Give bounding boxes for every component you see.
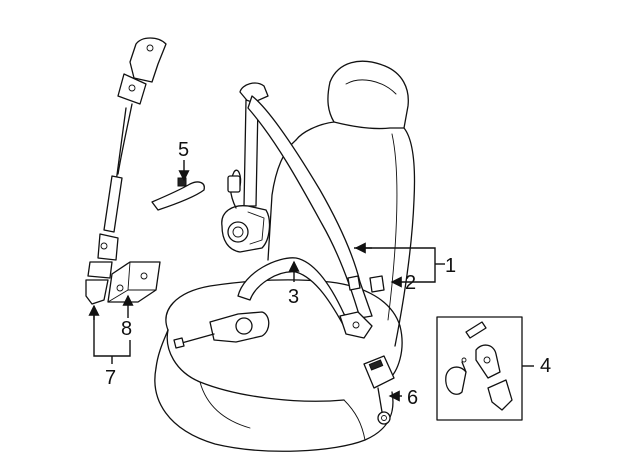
seat-belt-buckle	[363, 355, 395, 425]
callout-2: 2	[405, 272, 416, 294]
callout-8: 8	[121, 318, 132, 340]
lap-belt-assembly	[173, 257, 373, 349]
callout-4: 4	[540, 355, 551, 377]
callout-7: 7	[105, 367, 116, 389]
callout-6: 6	[407, 387, 418, 409]
callout-1: 1	[445, 255, 456, 277]
seat-cushion	[154, 279, 403, 452]
belt-loop-guide	[151, 177, 205, 211]
callout-5: 5	[178, 139, 189, 161]
belt-guide-cap	[347, 275, 385, 293]
height-adjuster-assembly	[85, 37, 167, 305]
seat-backrest	[267, 60, 416, 347]
callout-3: 3	[288, 286, 299, 308]
anchor-plate	[107, 261, 161, 303]
inset-parts-box	[436, 316, 523, 421]
leader-lines	[88, 160, 534, 402]
